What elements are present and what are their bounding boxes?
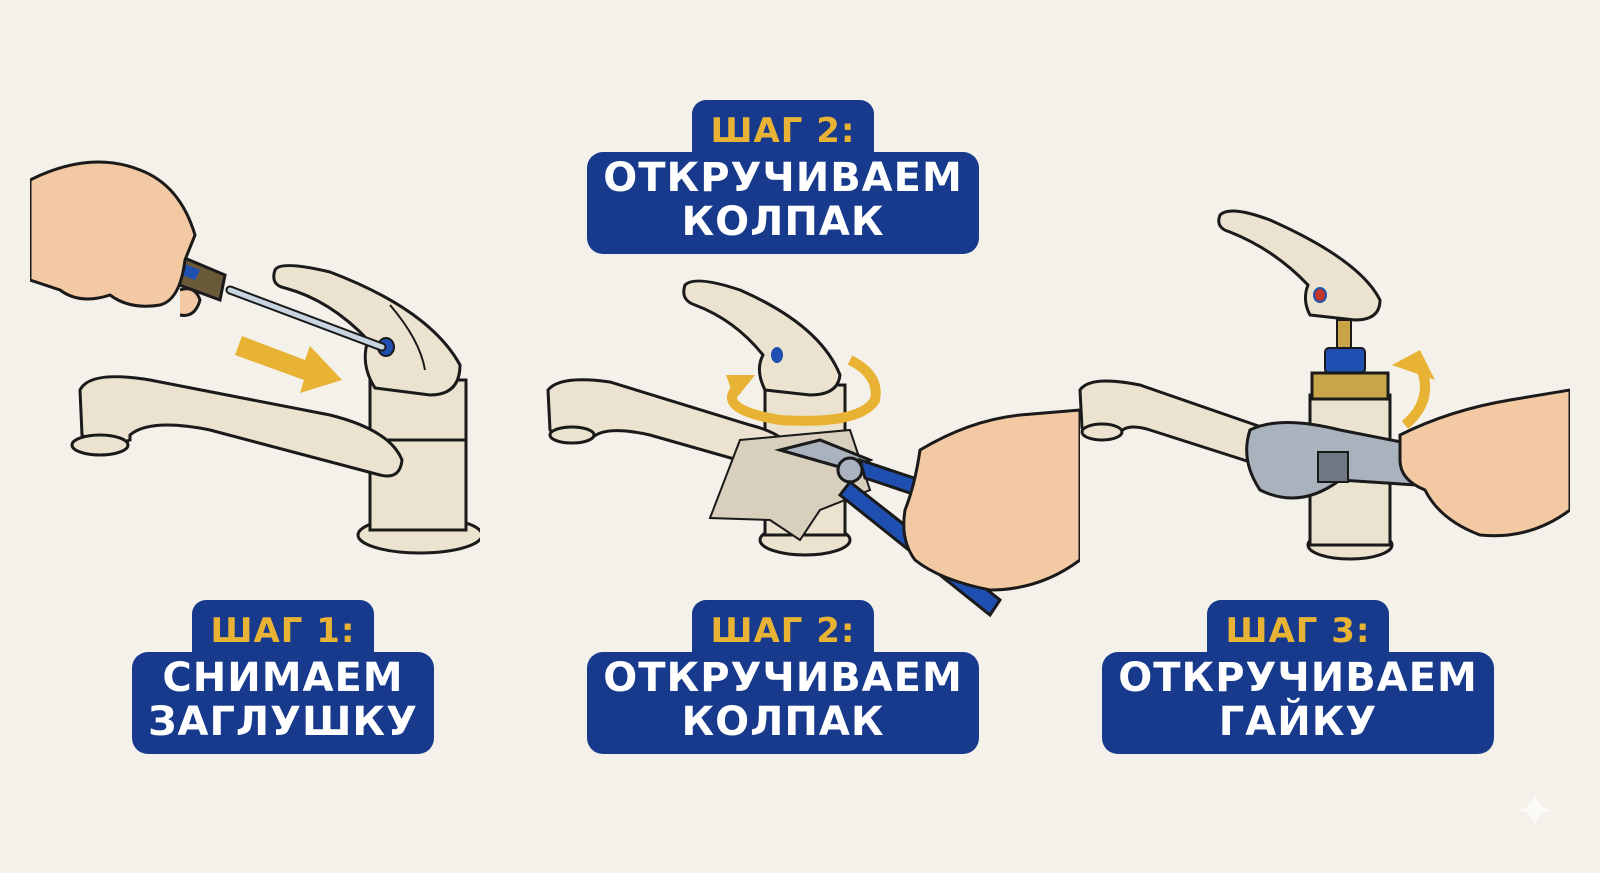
faucet-screwdriver-illustration xyxy=(30,160,480,555)
step-description: СНИМАЕМ ЗАГЛУШКУ xyxy=(132,652,434,754)
step-description-line: ОТКРУЧИВАЕМ xyxy=(1118,655,1478,701)
step-1-label: ШАГ 1: СНИМАЕМ ЗАГЛУШКУ xyxy=(132,600,434,754)
rotate-arrow-icon xyxy=(726,355,881,426)
step-description: ОТКРУЧИВАЕМ ГАЙКУ xyxy=(1102,652,1494,754)
step-2-label: ШАГ 2: ОТКРУЧИВАЕМ КОЛПАК xyxy=(587,600,979,754)
step-description-line: КОЛПАК xyxy=(681,199,885,245)
arrow-right-icon xyxy=(235,336,342,393)
step-number: ШАГ 2: xyxy=(692,100,874,154)
step-description-line: ГАЙКУ xyxy=(1218,699,1378,745)
step-description-line: СНИМАЕМ xyxy=(162,655,404,701)
step-2-top-label: ШАГ 2: ОТКРУЧИВАЕМ КОЛПАК xyxy=(587,100,979,254)
faucet-wrench-illustration xyxy=(1078,209,1570,561)
sparkle-icon xyxy=(1517,792,1553,828)
step-number: ШАГ 1: xyxy=(192,600,374,654)
step-3-label: ШАГ 3: ОТКРУЧИВАЕМ ГАЙКУ xyxy=(1102,600,1494,754)
step-number: ШАГ 3: xyxy=(1207,600,1389,654)
step-description-line: ОТКРУЧИВАЕМ xyxy=(603,655,963,701)
step-description: ОТКРУЧИВАЕМ КОЛПАК xyxy=(587,152,979,254)
step-description-line: ЗАГЛУШКУ xyxy=(148,699,418,745)
step-description-line: ОТКРУЧИВАЕМ xyxy=(603,155,963,201)
step-number: ШАГ 2: xyxy=(692,600,874,654)
step-description-line: КОЛПАК xyxy=(681,699,885,745)
faucet-pliers-illustration xyxy=(546,279,1080,618)
curved-arrow-icon xyxy=(1392,350,1435,429)
step-description: ОТКРУЧИВАЕМ КОЛПАК xyxy=(587,652,979,754)
